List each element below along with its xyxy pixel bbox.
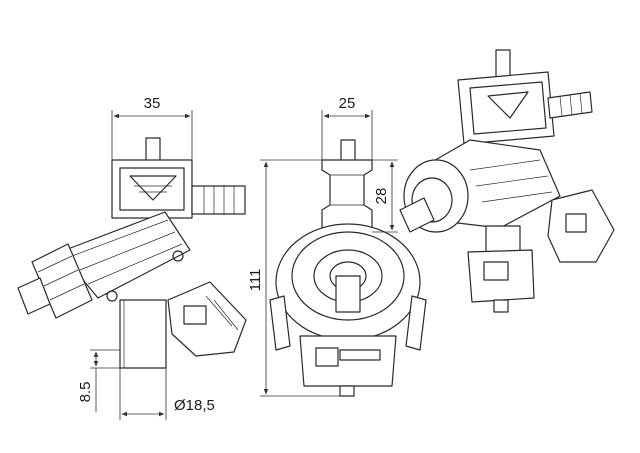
dimension-front-width: 35 — [111, 95, 193, 160]
dim-stem-diameter-label: Ø18,5 — [174, 397, 215, 414]
side-view — [269, 139, 427, 397]
dimension-side-width: 25 — [321, 95, 373, 160]
dimension-overall-height: 111 — [247, 159, 340, 397]
isometric-view — [399, 49, 615, 313]
dim-side-width-label: 25 — [339, 95, 356, 112]
dim-front-width-label: 35 — [144, 95, 161, 112]
dim-side-height-label: 28 — [373, 188, 390, 205]
dimension-stem-length: 8.5 — [77, 349, 120, 412]
dim-overall-height-label: 111 — [247, 269, 264, 292]
dim-stem-length-label: 8.5 — [77, 382, 94, 403]
dimension-stem-diameter: Ø18,5 — [119, 368, 215, 420]
front-view — [17, 137, 247, 369]
dimension-side-height: 28 — [372, 159, 398, 233]
